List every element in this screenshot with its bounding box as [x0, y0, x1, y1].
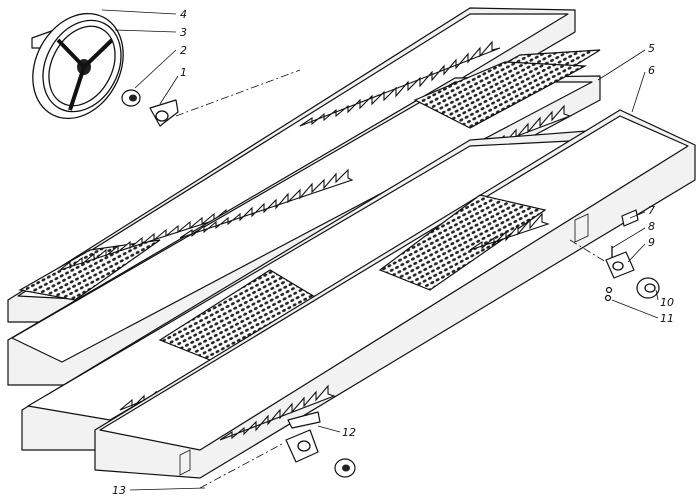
clip-part-12 — [287, 411, 321, 429]
walker-2-grate-rear — [413, 61, 588, 129]
callout-4: 4 — [180, 8, 187, 21]
bracket-part — [149, 99, 179, 127]
callout-3: 3 — [180, 26, 187, 39]
washer-part-11 — [604, 286, 613, 302]
callout-12: 12 — [342, 426, 356, 439]
bearing-part-bottom — [334, 458, 356, 478]
callout-7: 7 — [648, 204, 655, 217]
axis-line-top — [175, 69, 301, 117]
bracket-part-9 — [605, 246, 635, 279]
callout-1: 1 — [180, 66, 187, 79]
walker-4-grate — [378, 194, 547, 291]
callout-6: 6 — [648, 64, 655, 77]
axis-line-right — [569, 239, 607, 263]
walker-1-grate-front — [18, 239, 161, 301]
callout-8: 8 — [648, 220, 655, 233]
callout-labels: 4 3 2 1 5 6 7 8 9 10 11 12 13 — [112, 8, 674, 497]
walker-4 — [94, 109, 696, 479]
callout-10: 10 — [660, 296, 674, 309]
leader-lines — [101, 9, 659, 491]
callout-5: 5 — [648, 42, 655, 55]
bearing-part — [121, 89, 141, 107]
callout-13: 13 — [112, 484, 126, 497]
callout-9: 9 — [648, 236, 655, 249]
bearing-part-10 — [636, 277, 660, 299]
bracket-part-bottom — [285, 429, 319, 463]
callout-2: 2 — [180, 44, 187, 57]
callout-11: 11 — [660, 312, 674, 325]
pulley-part — [31, 12, 124, 120]
